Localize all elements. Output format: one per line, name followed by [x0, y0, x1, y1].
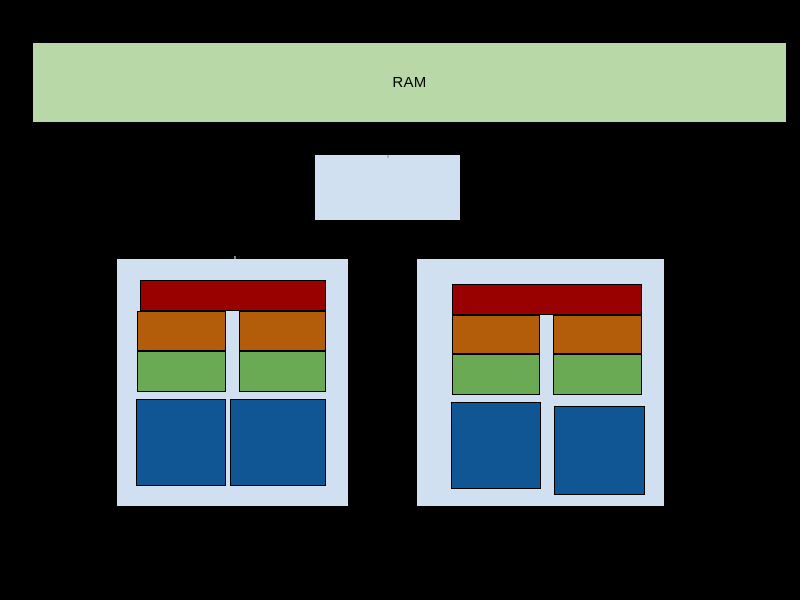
- socket-group-1[interactable]: [417, 259, 664, 506]
- socket-1-core-1-l1-cache[interactable]: [553, 354, 642, 395]
- socket-0-core-1-l2-cache[interactable]: [239, 311, 326, 351]
- socket-1-core-0-pu[interactable]: [451, 402, 541, 489]
- socket-group-0[interactable]: [117, 256, 348, 506]
- socket-0-core-0-pu[interactable]: [136, 399, 226, 486]
- socket-1-core-0-l1-cache[interactable]: [452, 354, 540, 395]
- socket-1-core-1-l2-cache[interactable]: [553, 315, 642, 354]
- ram-label: RAM: [392, 74, 427, 91]
- socket-1-core-1-pu[interactable]: [554, 406, 645, 495]
- socket-1-core-0-l2-cache[interactable]: [452, 315, 540, 354]
- machine-connector-tick: [387, 155, 388, 158]
- socket-0-core-1-l1-cache[interactable]: [239, 351, 326, 392]
- socket-0-core-0-l1-cache[interactable]: [137, 351, 226, 392]
- machine-block[interactable]: [315, 155, 460, 220]
- socket-0-core-0-l2-cache[interactable]: [137, 311, 226, 351]
- socket-1-l3-cache[interactable]: [452, 284, 642, 315]
- ram-block[interactable]: RAM: [33, 43, 786, 122]
- socket-0-core-1-pu[interactable]: [230, 399, 326, 486]
- socket-0-connector-tick: [234, 256, 236, 259]
- socket-0-l3-cache[interactable]: [140, 280, 326, 311]
